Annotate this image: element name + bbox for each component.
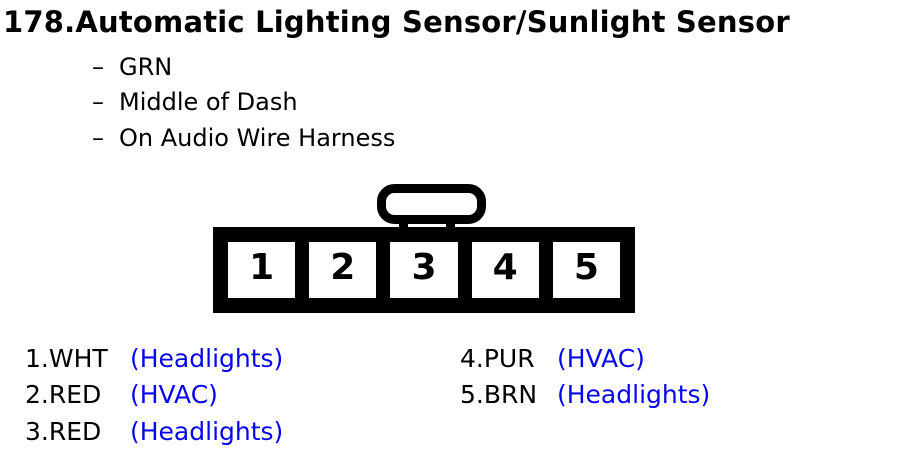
pin-wire-color: 4.PUR [460, 343, 535, 373]
note-text: On Audio Wire Harness [119, 123, 396, 152]
pin-list-left-column: 1.WHT (Headlights) 2.RED (HVAC) 3.RED (H… [25, 340, 283, 450]
page-title: 178.Automatic Lighting Sensor/Sunlight S… [3, 5, 790, 39]
connector-diagram: 1 2 3 4 5 [213, 227, 635, 313]
connector-pin-4: 4 [464, 235, 546, 305]
pin-list-right-column: 4.PUR (HVAC) 5.BRN (Headlights) [460, 340, 710, 413]
pin-wire-color: 1.WHT [25, 343, 108, 373]
note-item: – GRN [92, 49, 395, 85]
dash-bullet: – [92, 123, 104, 152]
pin-circuit: (Headlights) [557, 380, 711, 410]
pin-circuit: (HVAC) [130, 380, 218, 410]
note-text: GRN [119, 52, 173, 81]
connector-lock-tab-icon [377, 184, 486, 232]
pin-wire-color: 2.RED [25, 380, 102, 410]
connector-pin-1: 1 [221, 235, 303, 305]
connector-pin-3: 3 [383, 235, 465, 305]
note-text: Middle of Dash [119, 88, 298, 117]
connector-pin-2: 2 [302, 235, 384, 305]
pin-assignment-row: 3.RED (Headlights) [25, 413, 283, 450]
pin-wire-color: 5.BRN [460, 380, 538, 410]
pin-circuit: (Headlights) [130, 343, 284, 373]
pin-circuit: (Headlights) [130, 416, 284, 446]
pin-circuit: (HVAC) [557, 343, 645, 373]
note-item: – On Audio Wire Harness [92, 120, 395, 156]
note-item: – Middle of Dash [92, 85, 395, 121]
pin-assignment-row: 5.BRN (Headlights) [460, 377, 710, 414]
dash-bullet: – [92, 88, 104, 117]
dash-bullet: – [92, 52, 104, 81]
pin-wire-color: 3.RED [25, 416, 102, 446]
connector-pin-5: 5 [545, 235, 628, 305]
pin-assignment-row: 4.PUR (HVAC) [460, 340, 710, 377]
pin-assignment-row: 1.WHT (Headlights) [25, 340, 283, 377]
pin-assignment-row: 2.RED (HVAC) [25, 377, 283, 414]
notes-list: – GRN – Middle of Dash – On Audio Wire H… [92, 49, 395, 156]
